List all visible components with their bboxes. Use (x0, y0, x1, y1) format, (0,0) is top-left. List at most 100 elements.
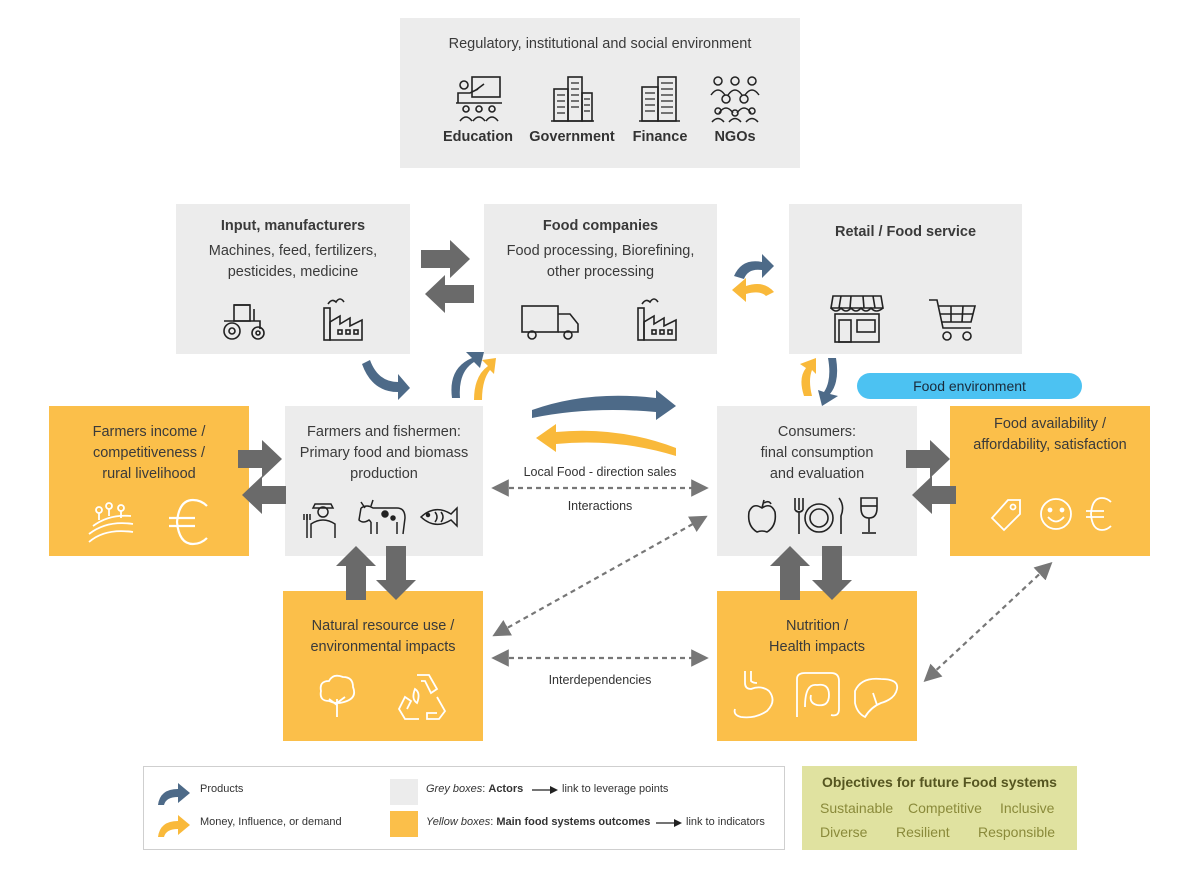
grey-link-label: link to leverage points (562, 783, 669, 795)
food-companies-subtitle-1: Food processing, Biorefining, (506, 243, 695, 259)
nutrition-line-1: Nutrition / (785, 618, 849, 634)
natural-resource-line-2: environmental impacts (310, 639, 456, 655)
farmers-line-3: production (350, 466, 418, 482)
food-companies-box: Food companies Food processing, Biorefin… (484, 204, 717, 354)
grey-boxes-prefix: Grey boxes (426, 783, 483, 795)
ngos-label: NGOs (714, 129, 756, 145)
farmer-icon (303, 496, 343, 545)
cow-icon (357, 498, 409, 541)
farmers-income-line-3: rural livelihood (102, 466, 196, 482)
product-arrow-retail-to-consumers (818, 358, 838, 406)
money-arrow-retail-to-food-companies (732, 278, 774, 302)
farmers-income-box: Farmers income / competitiveness / rural… (49, 406, 249, 556)
euro-icon (167, 498, 213, 551)
objectives-title: Objectives for future Food systems (822, 774, 1057, 790)
nutrition-box: Nutrition / Health impacts (717, 591, 917, 741)
products-legend-label: Products (200, 783, 244, 795)
consumers-line-2: final consumption (760, 445, 874, 461)
food-availability-box: Food availability / affordability, satis… (950, 406, 1150, 556)
education-icon (454, 73, 504, 128)
money-arrow-to-farmers (474, 358, 496, 400)
nutrition-line-2: Health impacts (769, 639, 865, 655)
consumers-box: Consumers: final consumption and evaluat… (717, 406, 917, 556)
food-companies-title: Food companies (542, 218, 659, 234)
government-icon (550, 73, 594, 128)
consumers-line-1: Consumers: (777, 424, 857, 440)
price-tag-icon (990, 496, 1024, 537)
shopping-cart-icon (927, 296, 979, 349)
money-legend-arrow (158, 815, 190, 837)
input-subtitle-1: Machines, feed, fertilizers, (208, 243, 378, 259)
input-subtitle-2: pesticides, medicine (227, 264, 359, 280)
objectives-box: Objectives for future Food systems Susta… (802, 766, 1077, 850)
yellow-link-arrow (656, 819, 682, 827)
apple-icon (745, 498, 779, 539)
product-arrow-farmers-to-food-companies (451, 352, 484, 398)
food-environment-label: Food environment (913, 378, 1026, 394)
stomach-icon (731, 669, 777, 726)
factory-icon (318, 294, 368, 347)
yellow-link-label: link to indicators (686, 816, 765, 828)
money-arrow-consumers-to-retail (800, 358, 816, 396)
fish-icon (417, 504, 459, 535)
yellow-boxes-legend: Yellow boxes: Main food systems outcomes (426, 816, 651, 828)
grey-link-arrow (532, 786, 558, 794)
money-legend-label: Money, Influence, or demand (200, 816, 342, 828)
product-arrow-food-companies-to-retail (734, 254, 774, 279)
farmers-income-line-1: Farmers income / (92, 424, 206, 440)
factory-icon (632, 294, 682, 347)
field-icon (85, 498, 137, 549)
plate-cutlery-icon (791, 496, 847, 541)
interactions-label: Interactions (567, 499, 633, 513)
food-availability-line-1: Food availability / (993, 416, 1107, 432)
regulatory-title: Regulatory, institutional and social env… (448, 36, 752, 52)
food-environment-pill: Food environment (857, 373, 1082, 399)
education-label: Education (442, 129, 514, 145)
government-label: Government (529, 129, 615, 145)
euro-icon (1084, 496, 1114, 537)
local-food-label: Local Food - direction sales (523, 465, 677, 479)
objective-diverse: Diverse (820, 824, 868, 840)
natural-resource-box: Natural resource use / environmental imp… (283, 591, 483, 741)
farmers-income-line-2: competitiveness / (92, 445, 206, 461)
grey-swatch (390, 779, 418, 805)
legend-box: Products Money, Influence, or demand Gre… (143, 766, 785, 850)
ngos-icon (708, 73, 762, 128)
grey-boxes-bold: Actors (488, 783, 524, 795)
yellow-boxes-bold: Main food systems outcomes (496, 816, 651, 828)
arrow-input-to-food-companies (421, 240, 470, 278)
retail-title: Retail / Food service (834, 224, 977, 240)
product-arrow-input-to-farmers (362, 360, 410, 400)
farmers-fishermen-box: Farmers and fishermen: Primary food and … (285, 406, 483, 556)
finance-label: Finance (632, 129, 688, 145)
objective-inclusive: Inclusive (1000, 800, 1055, 816)
farmers-line-2: Primary food and biomass (299, 445, 469, 461)
grey-boxes-legend: Grey boxes: Actors (426, 783, 524, 795)
products-legend-arrow (158, 783, 190, 805)
wine-glass-icon (857, 496, 881, 541)
objective-sustainable: Sustainable (820, 800, 894, 816)
interaction-natural-resource-consumers (492, 515, 708, 637)
farmers-line-1: Farmers and fishermen: (307, 424, 461, 440)
input-manufacturers-box: Input, manufacturers Machines, feed, fer… (176, 204, 410, 354)
intestine-icon (791, 669, 845, 726)
regulatory-environment-box: Regulatory, institutional and social env… (400, 18, 800, 168)
smiley-icon (1038, 496, 1074, 537)
money-arrow-consumers-to-farmers (536, 424, 676, 456)
yellow-swatch (390, 811, 418, 837)
truck-icon (520, 302, 580, 347)
tractor-icon (220, 299, 270, 346)
finance-icon (638, 73, 682, 128)
store-icon (829, 292, 885, 349)
interdependencies-label: Interdependencies (548, 673, 652, 687)
tree-icon (317, 673, 357, 724)
food-companies-subtitle-2: other processing (546, 264, 655, 280)
objective-competitive: Competitive (908, 800, 982, 816)
product-arrow-farmers-to-consumers (532, 390, 676, 420)
natural-resource-line-1: Natural resource use / (311, 618, 455, 634)
recycle-icon (395, 671, 451, 726)
consumers-line-3: and evaluation (769, 466, 865, 482)
food-availability-line-2: affordability, satisfaction (973, 437, 1127, 453)
arrow-food-companies-to-input (425, 275, 474, 313)
objective-responsible: Responsible (978, 824, 1056, 840)
